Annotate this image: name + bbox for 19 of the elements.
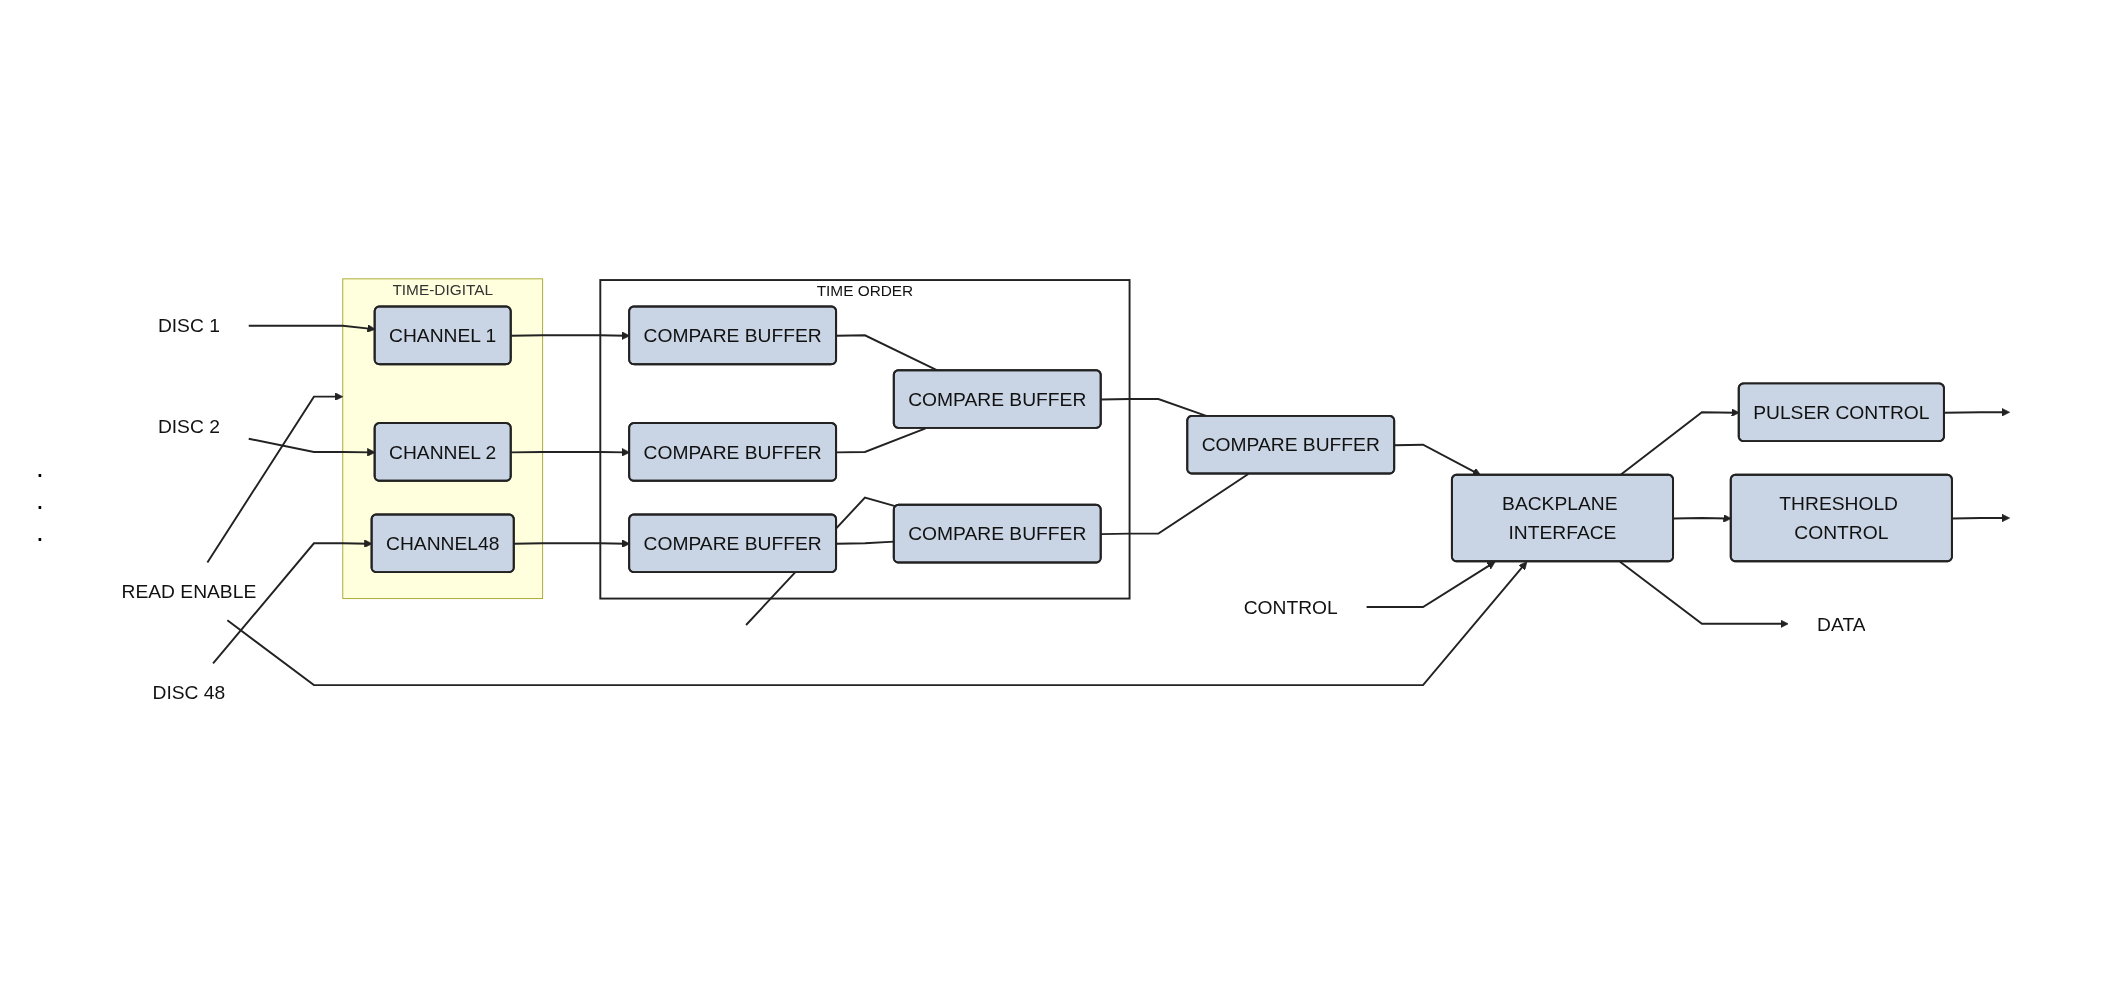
arrow	[226, 561, 1528, 687]
node-text: CONTROL	[1243, 596, 1338, 618]
arrow	[1951, 513, 2010, 523]
ellipsis-dot: .	[36, 452, 44, 484]
arrow	[1619, 560, 1789, 629]
arrow	[510, 331, 630, 340]
arrow	[1365, 561, 1496, 608]
node-text: DATA	[1817, 613, 1866, 635]
arrow	[1943, 408, 2010, 417]
arrow	[513, 539, 630, 548]
ellipsis-dot: .	[36, 484, 44, 516]
node-text: DISC 2	[157, 416, 220, 438]
node-text: DISC 48	[152, 681, 226, 703]
node-text: READ ENABLE	[121, 580, 257, 602]
connector	[1100, 473, 1250, 536]
arrow	[510, 448, 630, 457]
ellipsis-dot: .	[36, 516, 44, 548]
arrow	[206, 392, 344, 564]
node-text: DISC 1	[157, 315, 220, 337]
